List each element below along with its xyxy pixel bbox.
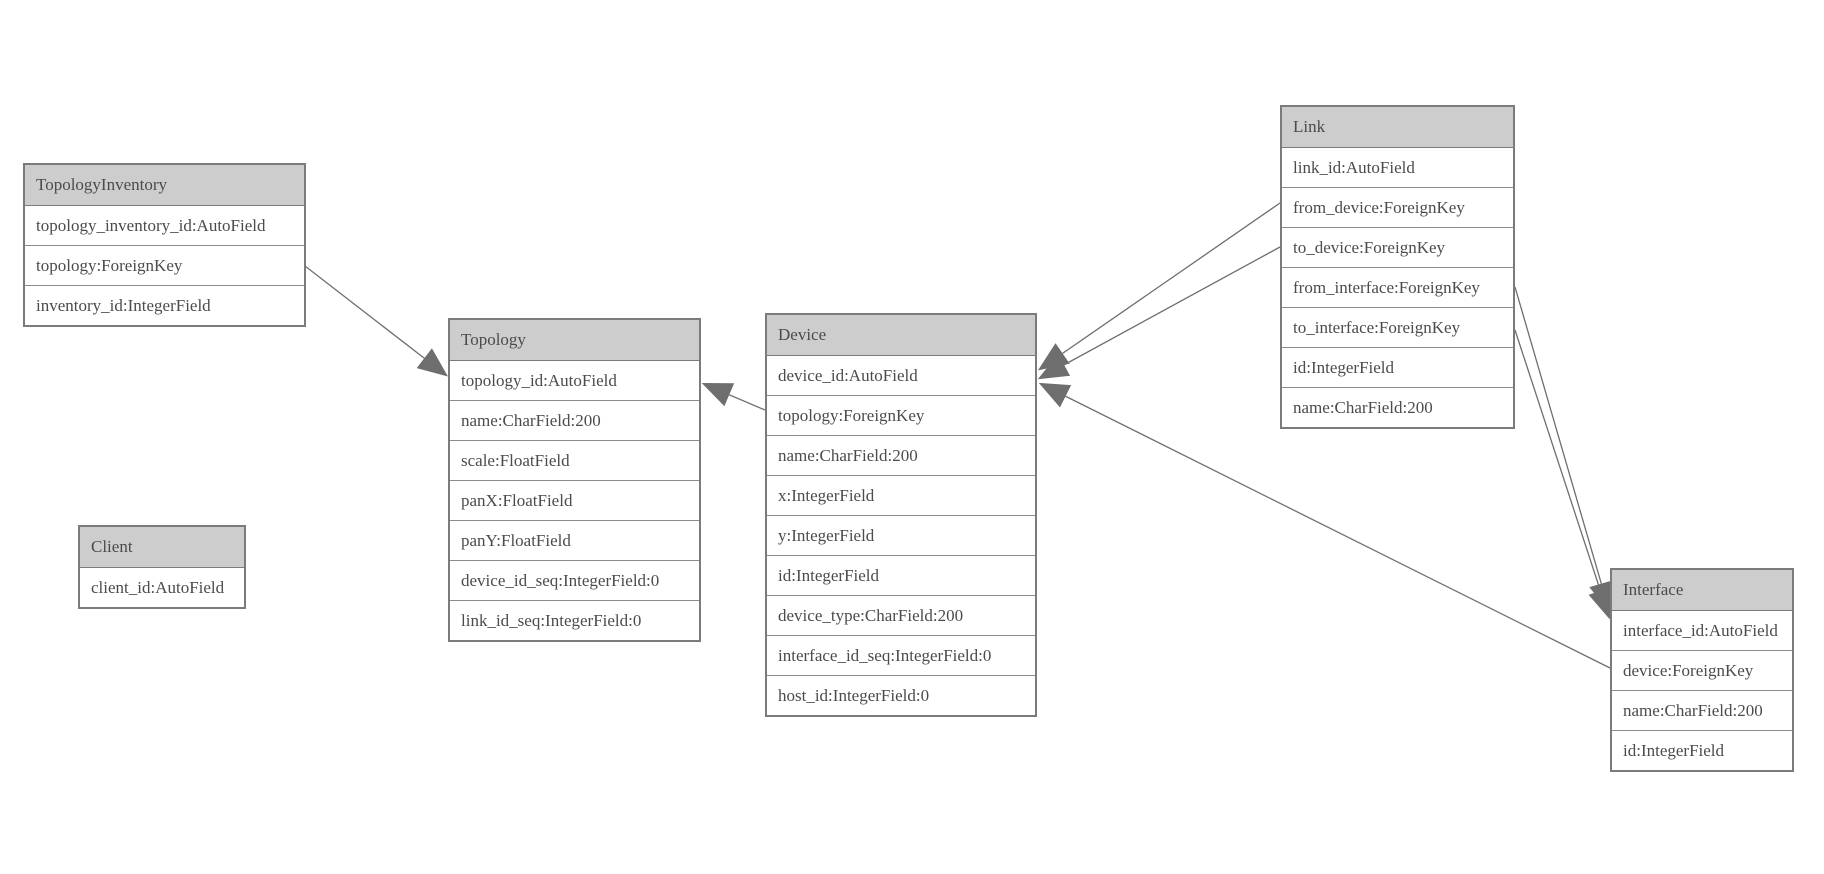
field-row: panX:FloatField bbox=[450, 481, 699, 521]
entity-client: Client client_id:AutoField bbox=[78, 525, 246, 609]
entity-topology-inventory: TopologyInventory topology_inventory_id:… bbox=[23, 163, 306, 327]
entity-topology: Topology topology_id:AutoField name:Char… bbox=[448, 318, 701, 642]
field-row: to_interface:ForeignKey bbox=[1282, 308, 1513, 348]
field-row: client_id:AutoField bbox=[80, 568, 244, 607]
field-row: id:IntegerField bbox=[1282, 348, 1513, 388]
edge-link-todevice-device bbox=[1037, 246, 1281, 380]
edge-topologyinventory-topology bbox=[304, 265, 448, 377]
field-row: inventory_id:IntegerField bbox=[25, 286, 304, 325]
field-row: name:CharField:200 bbox=[450, 401, 699, 441]
field-row: link_id_seq:IntegerField:0 bbox=[450, 601, 699, 640]
field-row: id:IntegerField bbox=[1612, 731, 1792, 770]
edge-interface-device bbox=[1038, 382, 1611, 669]
field-row: topology:ForeignKey bbox=[25, 246, 304, 286]
entity-device: Device device_id:AutoField topology:Fore… bbox=[765, 313, 1037, 717]
edge-link-tointerface-interface bbox=[1514, 329, 1613, 620]
field-row: topology_id:AutoField bbox=[450, 361, 699, 401]
field-row: interface_id:AutoField bbox=[1612, 611, 1792, 651]
entity-interface: Interface interface_id:AutoField device:… bbox=[1610, 568, 1794, 772]
field-row: device:ForeignKey bbox=[1612, 651, 1792, 691]
field-row: x:IntegerField bbox=[767, 476, 1035, 516]
entity-title: TopologyInventory bbox=[25, 165, 304, 206]
field-row: id:IntegerField bbox=[767, 556, 1035, 596]
field-row: from_device:ForeignKey bbox=[1282, 188, 1513, 228]
entity-title: Interface bbox=[1612, 570, 1792, 611]
entity-title: Topology bbox=[450, 320, 699, 361]
field-row: from_interface:ForeignKey bbox=[1282, 268, 1513, 308]
field-row: y:IntegerField bbox=[767, 516, 1035, 556]
entity-title: Client bbox=[80, 527, 244, 568]
field-row: name:CharField:200 bbox=[1612, 691, 1792, 731]
field-row: name:CharField:200 bbox=[767, 436, 1035, 476]
entity-link: Link link_id:AutoField from_device:Forei… bbox=[1280, 105, 1515, 429]
edge-link-frominterface-interface bbox=[1514, 286, 1614, 613]
entity-title: Device bbox=[767, 315, 1035, 356]
field-row: device_id:AutoField bbox=[767, 356, 1035, 396]
field-row: panY:FloatField bbox=[450, 521, 699, 561]
field-row: host_id:IntegerField:0 bbox=[767, 676, 1035, 715]
edge-device-topology bbox=[701, 383, 766, 411]
field-row: to_device:ForeignKey bbox=[1282, 228, 1513, 268]
field-row: topology_inventory_id:AutoField bbox=[25, 206, 304, 246]
field-row: device_type:CharField:200 bbox=[767, 596, 1035, 636]
field-row: name:CharField:200 bbox=[1282, 388, 1513, 427]
field-row: topology:ForeignKey bbox=[767, 396, 1035, 436]
field-row: interface_id_seq:IntegerField:0 bbox=[767, 636, 1035, 676]
field-row: device_id_seq:IntegerField:0 bbox=[450, 561, 699, 601]
field-row: scale:FloatField bbox=[450, 441, 699, 481]
edge-link-fromdevice-device bbox=[1037, 202, 1281, 371]
entity-title: Link bbox=[1282, 107, 1513, 148]
field-row: link_id:AutoField bbox=[1282, 148, 1513, 188]
